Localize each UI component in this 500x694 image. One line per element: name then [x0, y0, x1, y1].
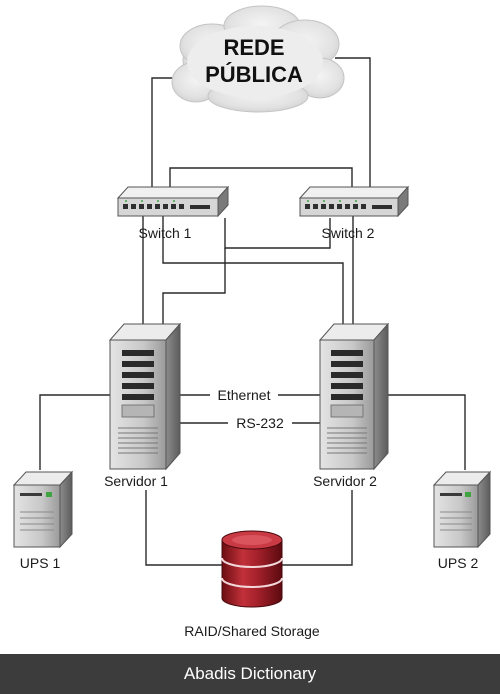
- cloud-title-line1: REDE: [223, 35, 284, 60]
- network-diagram: REDE PÚBLICA Switch 1 Switch 2: [12, 5, 492, 639]
- footer-bar: Abadis Dictionary: [0, 654, 500, 694]
- switch-1-label: Switch 1: [139, 225, 192, 241]
- connection-lines: [39, 57, 466, 566]
- server-2-label: Servidor 2: [313, 473, 377, 489]
- switch-1: Switch 1: [116, 185, 230, 241]
- switch-2: Switch 2: [298, 185, 410, 241]
- server-2: Servidor 2: [313, 322, 390, 489]
- ups-1: UPS 1: [12, 470, 74, 571]
- raid-storage: RAID/Shared Storage: [184, 530, 320, 639]
- server-1-label: Servidor 1: [104, 473, 168, 489]
- storage-label: RAID/Shared Storage: [184, 623, 320, 639]
- switch1-to-server2-line: [162, 214, 344, 326]
- switch2-to-server1-line: [224, 218, 331, 249]
- footer-text: Abadis Dictionary: [183, 664, 317, 683]
- public-network-cloud: REDE PÚBLICA: [171, 5, 345, 113]
- ethernet-label: Ethernet: [218, 387, 271, 403]
- switch-2-label: Switch 2: [322, 225, 375, 241]
- server2-to-storage-line: [282, 490, 353, 566]
- ups-2-label: UPS 2: [438, 555, 479, 571]
- ups-2: UPS 2: [432, 470, 492, 571]
- rs232-label: RS-232: [236, 415, 284, 431]
- switch2-to-server1-line-b: [162, 248, 226, 326]
- server2-to-ups2-line: [387, 394, 466, 470]
- cloud-title-line2: PÚBLICA: [205, 62, 303, 87]
- switch1-to-switch2-line: [169, 167, 353, 190]
- server1-to-ups1-line: [39, 394, 110, 470]
- server1-to-storage-line: [145, 490, 222, 566]
- server-1: Servidor 1: [104, 322, 182, 489]
- ups-1-label: UPS 1: [20, 555, 61, 571]
- cloud-to-switch2-line: [335, 57, 371, 190]
